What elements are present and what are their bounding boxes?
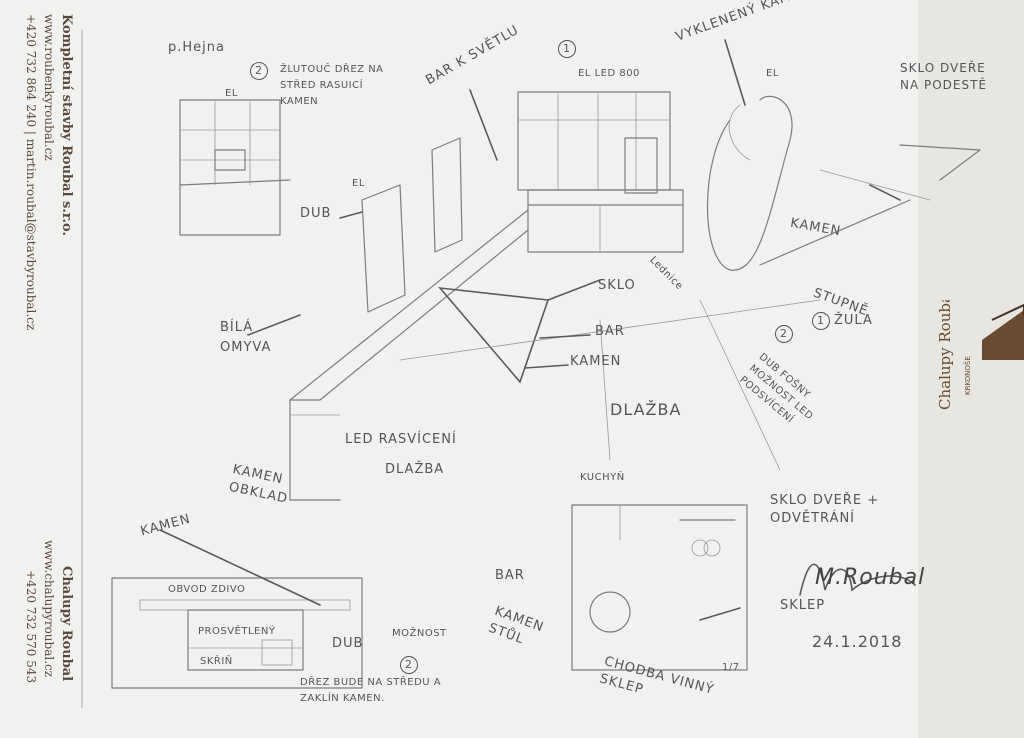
note-dlazba: DLAŽBA xyxy=(610,400,682,419)
note-dlazba2: DLAŽBA xyxy=(385,462,445,477)
note-bila-omyva: BÍLÁ OMYVA xyxy=(220,320,272,355)
paper-right-edge xyxy=(918,0,1024,738)
note-el-left: EL xyxy=(352,178,365,189)
note-prosvetleny: PROSVĚTLENÝ xyxy=(198,626,276,637)
note-kuchyn: KUCHYŇ xyxy=(580,472,625,483)
note-zluty-drez-num: 2 xyxy=(250,62,272,80)
note-dub2: DUB xyxy=(332,636,364,651)
note-bar2: BAR xyxy=(495,568,525,583)
note-kamen-mid: KAMEN xyxy=(570,354,622,369)
note-sklo-dvere: SKLO DVEŘE NA PODESTĚ xyxy=(900,61,988,92)
signature: M.Roubal xyxy=(815,565,926,590)
note-skrin: SKŘIŇ xyxy=(200,656,233,667)
page-number: 1/7 xyxy=(722,662,740,673)
note-obvod-zdivo: OBVOD ZDIVO xyxy=(168,584,246,595)
note-sklep: SKLEP xyxy=(780,598,826,613)
logo-sub: KRKONOŠE xyxy=(963,356,972,395)
note-dub-fosny-num: 2 xyxy=(775,325,797,343)
note-el-led: EL LED 800 xyxy=(578,68,640,79)
note-dub: DUB xyxy=(300,206,332,221)
floor-plan-drawing xyxy=(571,504,748,671)
left-cabinet-drawing xyxy=(179,99,291,236)
note-num1: 1 xyxy=(558,40,580,58)
main-kitchen-drawing xyxy=(247,39,981,501)
note-sklo-dvere2: SKLO DVEŘE + ODVĚTRÁNÍ xyxy=(770,493,880,526)
note-el-right: EL xyxy=(766,68,779,79)
note-led-rasviceni: LED RASVÍCENÍ xyxy=(345,432,457,447)
signature-scribble xyxy=(799,563,916,596)
note-moznost-num: 2 xyxy=(400,656,422,674)
note-zula: ŽULA xyxy=(834,313,873,328)
note-zluty-drez: ŽLUTOUČ DŘEZ NA STŘED RASUICÍ KAMEN xyxy=(280,64,384,107)
note-date: 24.1.2018 xyxy=(812,632,903,651)
note-moznost: MOŽNOST xyxy=(392,628,447,639)
chalupy-roubal-logo: Chalupy Roubal KRKONOŠE xyxy=(936,300,1024,410)
note-bar: BAR xyxy=(595,324,625,339)
note-p-hejna: p.Hejna xyxy=(168,40,225,55)
bottom-left-detail-drawing xyxy=(111,529,363,689)
note-el-top: EL xyxy=(225,88,238,99)
note-sklo: SKLO xyxy=(598,278,636,293)
note-drez-bude: DŘEZ BUDE NA STŘEDU A ZAKLÍN KAMEN. xyxy=(300,677,442,704)
logo-name: Chalupy Roubal xyxy=(936,300,954,410)
